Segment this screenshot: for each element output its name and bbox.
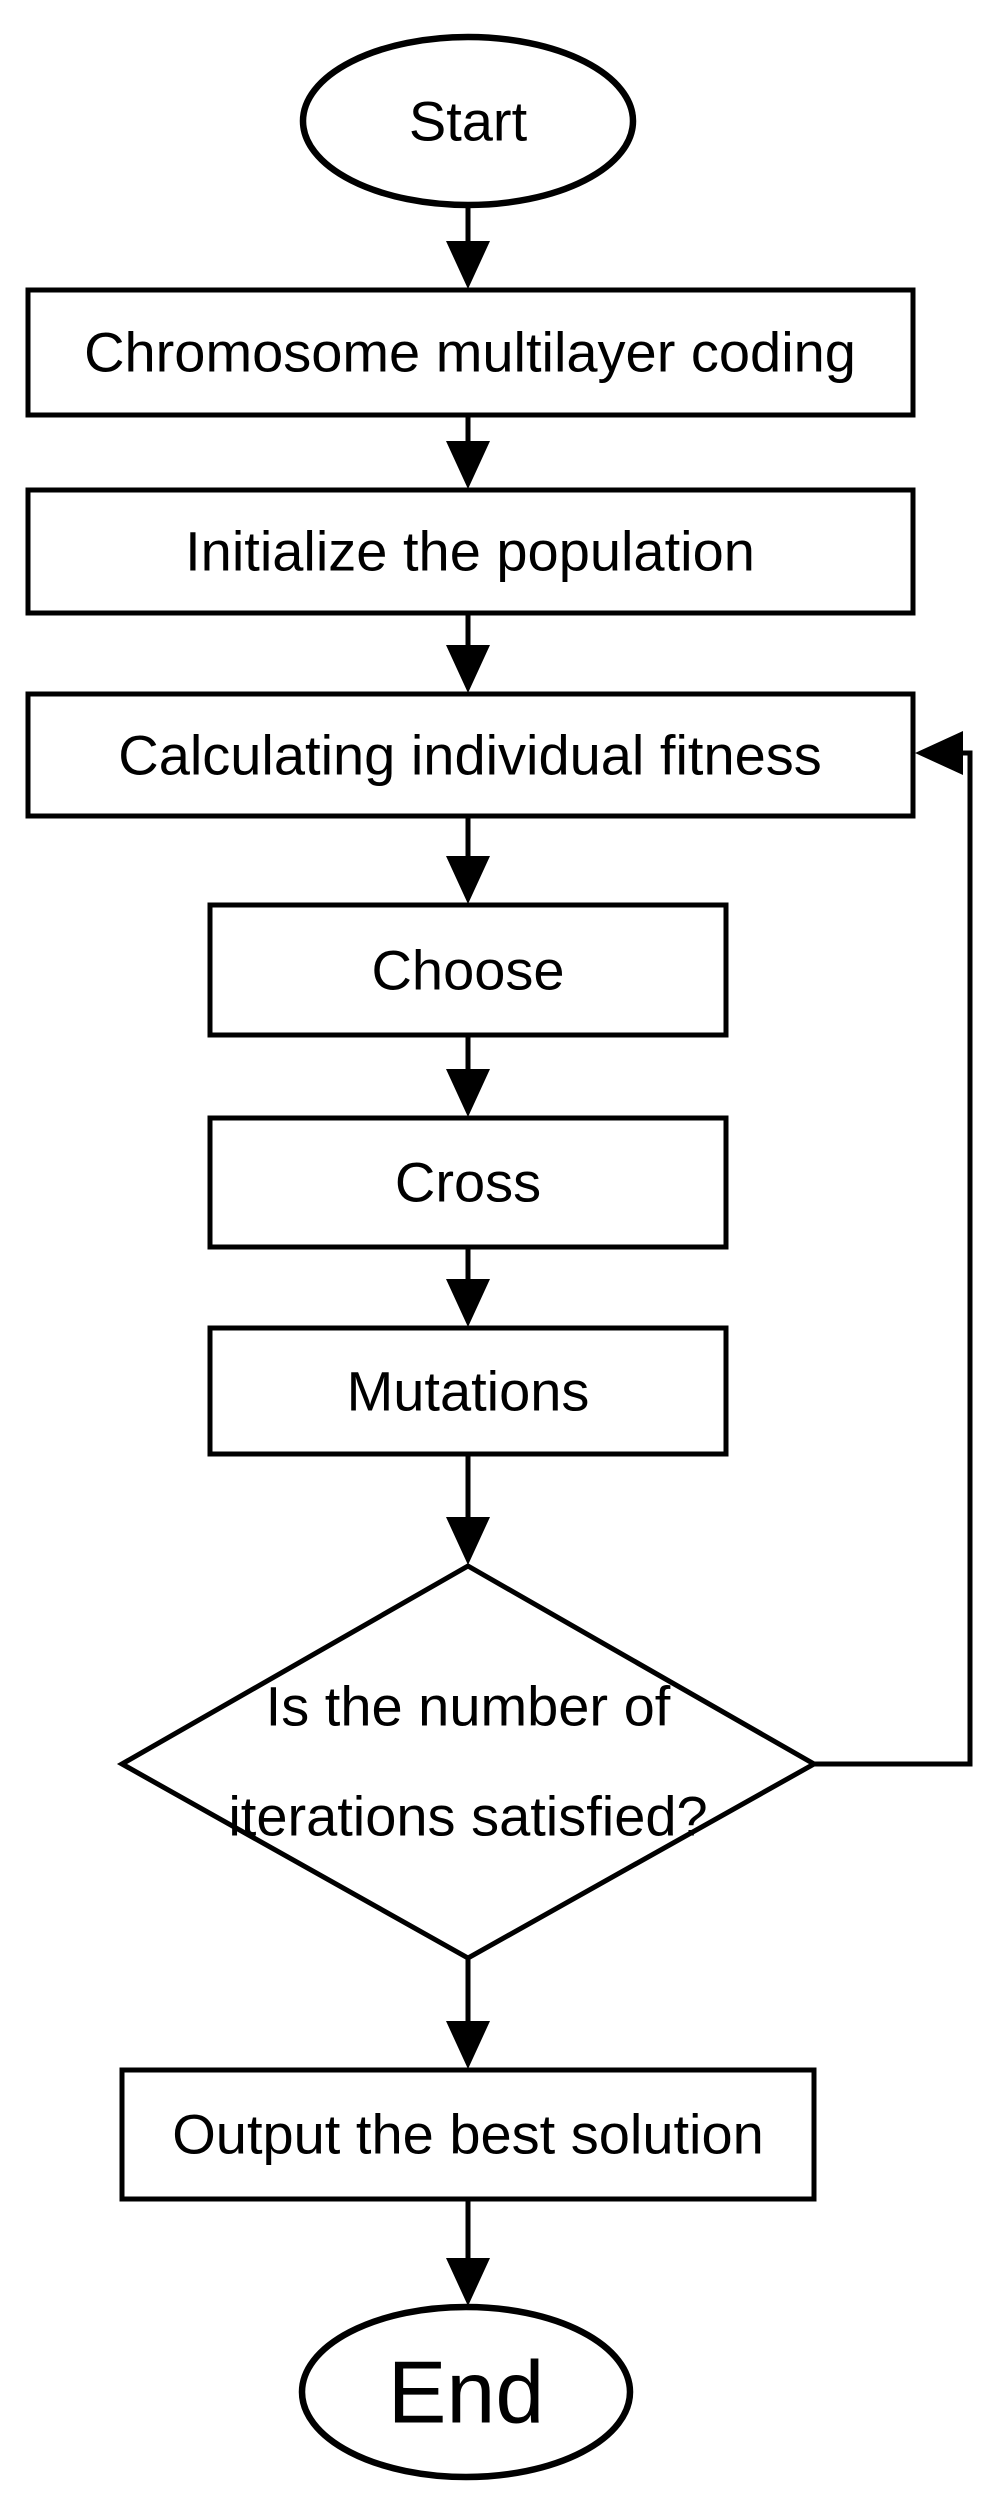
coding-label: Chromosome multilayer coding [84,321,856,384]
arrow-coding-to-init [446,415,490,489]
arrow-output-to-end [446,2199,490,2306]
node-start: Start [299,33,637,209]
coding-process-shape [25,287,916,418]
start-label: Start [409,90,528,153]
cross-process-shape [207,1115,729,1250]
feedback-loop-connector [814,731,973,1767]
end-label: End [388,2343,545,2442]
arrow-mutations-to-decision [446,1454,490,1565]
decision-label-line1: Is the number of [266,1675,671,1738]
arrow-decision-to-output [446,1958,490,2069]
node-calculating-fitness: Calculating individual fitness [25,691,916,819]
fitness-process-shape [25,691,916,819]
choose-label: Choose [371,939,564,1002]
node-chromosome-coding: Chromosome multilayer coding [25,287,916,418]
end-terminator-shape [298,2303,634,2481]
fitness-label: Calculating individual fitness [118,724,822,787]
node-choose: Choose [207,902,729,1038]
arrow-fitness-to-choose [446,816,490,904]
arrow-start-to-coding [446,205,490,289]
node-decision-iterations: Is the number of iterations satisfied? [116,1563,820,1961]
node-end: End [298,2303,634,2481]
arrow-init-to-fitness [446,613,490,693]
node-cross: Cross [207,1115,729,1250]
mutations-label: Mutations [347,1360,590,1423]
node-mutations: Mutations [207,1325,729,1457]
node-output-best-solution: Output the best solution [119,2067,817,2202]
choose-process-shape [207,902,729,1038]
mutations-process-shape [207,1325,729,1457]
output-process-shape [119,2067,817,2202]
arrow-cross-to-mutations [446,1247,490,1327]
cross-label: Cross [395,1151,541,1214]
arrow-choose-to-cross [446,1035,490,1117]
decision-diamond-shape [116,1563,820,1961]
init-process-shape [25,487,916,616]
decision-label-line2: iterations satisfied? [228,1785,707,1848]
output-label: Output the best solution [172,2103,764,2166]
start-terminator-shape [299,33,637,209]
init-label: Initialize the population [185,520,755,583]
node-initialize-population: Initialize the population [25,487,916,616]
